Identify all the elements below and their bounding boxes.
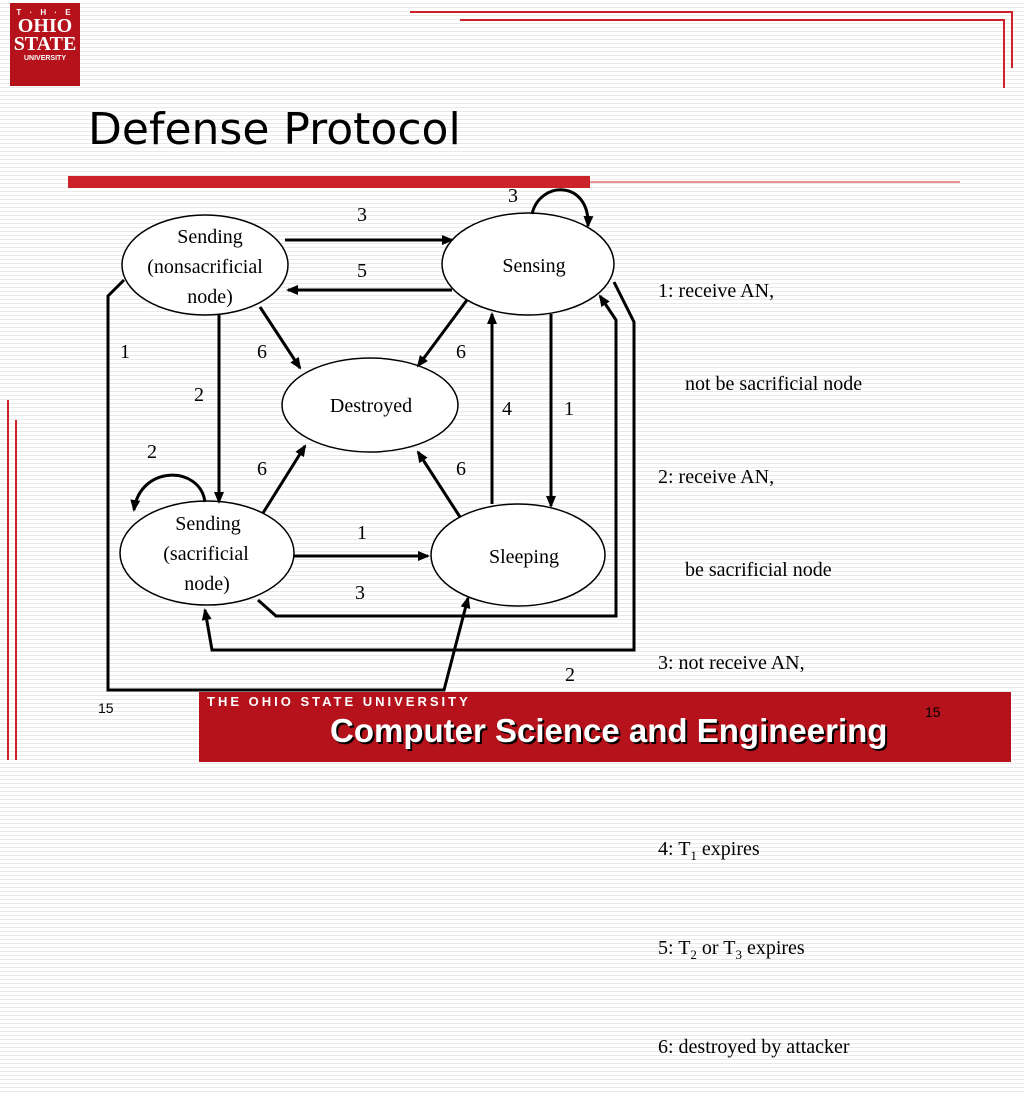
legend-5-prefix: 5: T <box>658 937 691 959</box>
legend-line-4: 4: T1 expires <box>658 834 862 871</box>
legend-4-prefix: 4: T <box>658 838 691 860</box>
label-sac-to-sleeping-lower: 3 <box>355 582 365 604</box>
label-sensing-to-destroyed: 6 <box>456 341 466 363</box>
slide-number-left: 15 <box>98 700 114 716</box>
legend-line-6: 6: destroyed by attacker <box>658 1036 850 1058</box>
state-diagram: Sending (nonsacrificial node) Sensing De… <box>106 185 636 692</box>
legend-line-2: 2: receive AN, <box>658 466 775 488</box>
state-sending-sacrificial <box>119 500 295 606</box>
footer-university: THE OHIO STATE UNIVERSITY <box>207 694 471 709</box>
legend-line-5: 5: T2 or T3 expires <box>658 933 862 970</box>
edge-nonsac-to-destroyed <box>258 306 302 370</box>
state-label-sleeping: Sleeping <box>489 546 559 568</box>
edge-sac-self <box>130 473 207 512</box>
label-outer-bottom-2: 2 <box>565 664 575 686</box>
logo-ohio: OHIO <box>17 15 73 37</box>
state-label-sensing: Sensing <box>502 255 565 277</box>
state-sensing <box>441 212 615 316</box>
edge-sensing-to-sac-outer <box>201 281 636 652</box>
state-label-nonsac-3: node) <box>187 286 233 308</box>
legend-line-2b: be sacrificial node <box>685 559 832 581</box>
edge-sensing-self <box>530 188 594 228</box>
state-destroyed <box>281 357 459 453</box>
footer-banner <box>199 692 1011 762</box>
edge-sac-to-destroyed <box>261 444 307 514</box>
ohio-state-logo: T · H · E OHIO STATE UNIVERSITY <box>10 3 80 86</box>
page-title: Defense Protocol <box>88 104 461 155</box>
state-label-destroyed: Destroyed <box>330 395 412 417</box>
label-sleeping-to-destroyed: 6 <box>456 458 466 480</box>
edge-sleeping-to-destroyed <box>416 450 462 518</box>
title-underline-bar <box>68 176 590 188</box>
legend-line-3: 3: not receive AN, <box>658 652 805 674</box>
state-sending-nonsacrificial <box>121 214 289 316</box>
rule-top-inner <box>460 19 1005 88</box>
label-outer-left-1: 1 <box>120 341 130 363</box>
label-sensing-to-nonsac: 5 <box>357 260 367 282</box>
legend-4-suffix: expires <box>696 838 760 860</box>
logo-state: STATE <box>13 33 77 55</box>
label-sac-self: 2 <box>147 441 157 463</box>
rule-top-outer <box>410 11 1013 68</box>
state-sleeping <box>430 503 606 607</box>
edge-nonsac-to-sleeping-outer <box>106 278 471 692</box>
label-sac-to-sleeping: 1 <box>357 522 367 544</box>
label-sleeping-to-sensing: 4 <box>502 398 512 420</box>
legend-line-1b: not be sacrificial node <box>685 373 863 395</box>
legend-5-mid: or T <box>696 937 736 959</box>
label-nonsac-to-destroyed: 6 <box>257 341 267 363</box>
logo-university: UNIVERSITY <box>23 55 66 62</box>
legend-5-suffix: expires <box>741 937 805 959</box>
decorative-rules <box>7 11 1013 760</box>
logo-the: T · H · E <box>16 8 74 17</box>
label-sensing-self: 3 <box>508 185 518 207</box>
label-nonsac-to-sac: 2 <box>194 384 204 406</box>
state-label-nonsac-2: (nonsacrificial <box>147 256 263 278</box>
label-sac-to-destroyed: 6 <box>257 458 267 480</box>
footer-department: Computer Science and Engineering <box>330 712 888 749</box>
state-label-sac-2: (sacrificial <box>163 543 249 565</box>
slide-number-right: 15 <box>925 704 941 720</box>
state-label-nonsac-1: Sending <box>177 226 243 248</box>
label-sensing-to-sleeping: 1 <box>564 398 574 420</box>
state-label-sac-1: Sending <box>175 513 241 535</box>
label-nonsac-to-sensing: 3 <box>357 204 367 226</box>
edge-sensing-to-destroyed <box>416 299 469 368</box>
legend-line-1: 1: receive AN, <box>658 280 775 302</box>
transition-legend: 1: receive AN, not be sacrificial node 2… <box>658 214 862 1094</box>
edge-sac-to-sensing-lower <box>257 294 618 618</box>
state-label-sac-3: node) <box>184 573 230 595</box>
